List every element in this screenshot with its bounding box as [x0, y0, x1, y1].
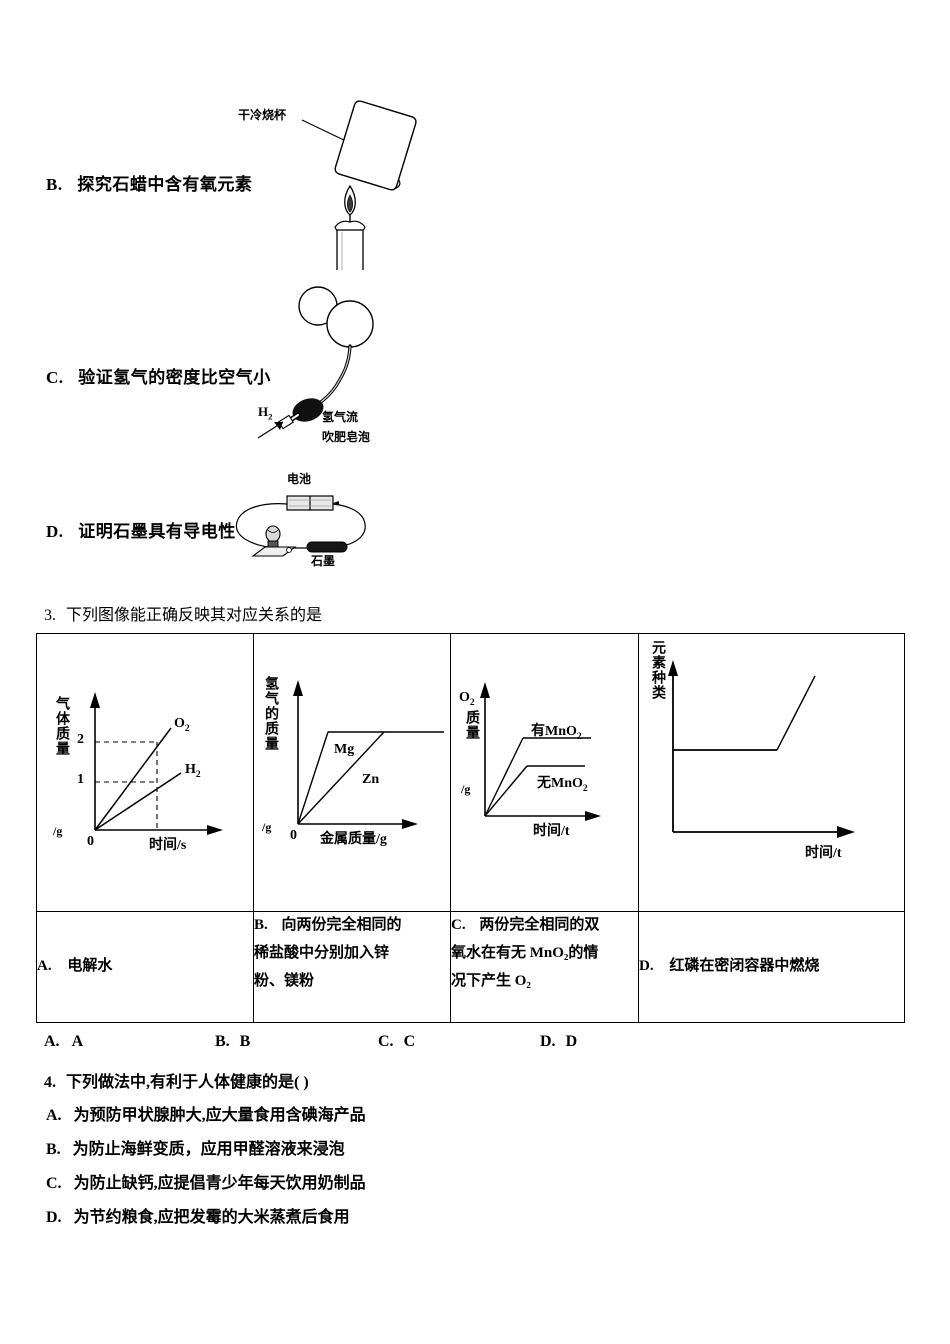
caption-a: A. 电解水 [37, 958, 113, 975]
chart-b-yunit: /g [262, 820, 272, 834]
caption-b-line2: 稀盐酸中分别加入锌 [254, 944, 390, 961]
chart-b-origin: 0 [290, 828, 297, 843]
question-4-option-b[interactable]: B. 为防止海鲜变质，应用甲醛溶液来浸泡 [46, 1141, 345, 1158]
chart-cell-c: O2 质量 /g 有MnO2 无MnO2 时间/t [450, 633, 639, 912]
question-4-option-d[interactable]: D. 为节约粮食,应把发霉的大米蒸煮后食用 [46, 1209, 350, 1226]
blow-soap-bubble-label: 吹肥皂泡 [322, 430, 371, 444]
h2-inlet-label: H2 [258, 404, 273, 422]
hydrogen-stream-label: 氢气流 [322, 410, 359, 424]
caption-cell-b: B. 向两份完全相同的 稀盐酸中分别加入锌 粉、镁粉 [253, 911, 451, 1023]
option-b-label: B. 探究石蜡中含有氧元素 [46, 175, 253, 194]
chart-c-series-without-mno2: 无MnO2 [537, 776, 588, 794]
figure-hydrogen-soap-bubble-apparatus: H2 氢气流 吹肥皂泡 [250, 282, 430, 447]
chart-comparison-table: 气体质量 /g 2 1 0 O2 H2 时间/s [36, 633, 905, 1023]
chart-c-series-with-mno2: 有MnO2 [531, 724, 582, 742]
answer-choice-a[interactable]: A. A [44, 1033, 84, 1050]
battery-label: 电池 [287, 472, 312, 486]
chart-b-series-zn: Zn [362, 772, 380, 787]
caption-d: D. 红磷在密闭容器中燃烧 [639, 958, 820, 975]
caption-cell-c: C. 两份完全相同的双 氧水在有无 MnO₂的情 况下产生 O₂ [450, 911, 639, 1023]
answer-choice-b[interactable]: B. B [215, 1033, 251, 1050]
chart-row: 气体质量 /g 2 1 0 O2 H2 时间/s [36, 633, 905, 912]
figure-dry-cold-beaker-over-candle: 干冷烧杯 [230, 90, 430, 270]
chart-a-ylabel: 气体质量 [54, 696, 69, 756]
figure-graphite-conductivity-circuit: 电池 石墨 [215, 468, 385, 568]
chart-cell-b: 氢气的质量 /g 0 Mg Zn 金属质量/g [253, 633, 451, 912]
caption-c-line3: 况下产生 O₂ [451, 972, 531, 989]
answer-choice-c[interactable]: C. C [378, 1033, 416, 1050]
chart-c-ylabel: 质量 [464, 710, 479, 740]
chart-a-series-h2: H2 [185, 762, 201, 780]
chart-cell-a: 气体质量 /g 2 1 0 O2 H2 时间/s [36, 633, 254, 912]
answer-choice-d[interactable]: D. D [540, 1033, 578, 1050]
caption-c-line2: 氧水在有无 MnO₂的情 [451, 944, 599, 961]
option-c-label: C. 验证氢气的密度比空气小 [46, 368, 271, 387]
beaker-label: 干冷烧杯 [238, 108, 287, 122]
caption-b-line3: 粉、镁粉 [254, 972, 315, 989]
chart-b-ylabel: 氢气的质量 [263, 676, 278, 751]
caption-row: A. 电解水 B. 向两份完全相同的 稀盐酸中分别加入锌 粉、镁粉 C. 两份完… [36, 911, 905, 1023]
question-4-option-c[interactable]: C. 为防止缺钙,应提倡青少年每天饮用奶制品 [46, 1175, 366, 1192]
chart-b-series-mg: Mg [334, 742, 355, 757]
chart-a-ytick-2: 2 [77, 732, 84, 747]
caption-cell-d: D. 红磷在密闭容器中燃烧 [638, 911, 905, 1023]
chart-a-series-o2: O2 [174, 716, 190, 734]
chart-a-origin: 0 [87, 834, 94, 849]
chart-a-ytick-1: 1 [77, 772, 84, 787]
chart-d-xlabel: 时间/t [805, 846, 842, 861]
chart-a-xlabel: 时间/s [149, 838, 187, 853]
chart-b-xlabel: 金属质量/g [320, 832, 387, 847]
caption-b-line1: B. 向两份完全相同的 [254, 917, 402, 933]
question-4-stem: 4. 下列做法中,有利于人体健康的是( ) [44, 1074, 309, 1091]
caption-c-line1: C. 两份完全相同的双 [451, 917, 600, 933]
chart-a-yunit: /g [53, 824, 63, 838]
graphite-label: 石墨 [311, 554, 336, 568]
caption-cell-a: A. 电解水 [36, 911, 254, 1023]
chart-c-yunit: /g [461, 782, 471, 796]
question-3-stem: 3. 下列图像能正确反映其对应关系的是 [44, 607, 323, 624]
chart-c-ylabel-o2: O2 [459, 690, 475, 708]
chart-d-ylabel: 元素种类 [650, 640, 665, 700]
option-d-label: D. 证明石墨具有导电性 [46, 522, 236, 541]
chart-cell-d: 元素种类 时间/t [638, 633, 905, 912]
question-4-option-a[interactable]: A. 为预防甲状腺肿大,应大量食用含碘海产品 [46, 1107, 366, 1124]
chart-c-xlabel: 时间/t [533, 824, 570, 839]
